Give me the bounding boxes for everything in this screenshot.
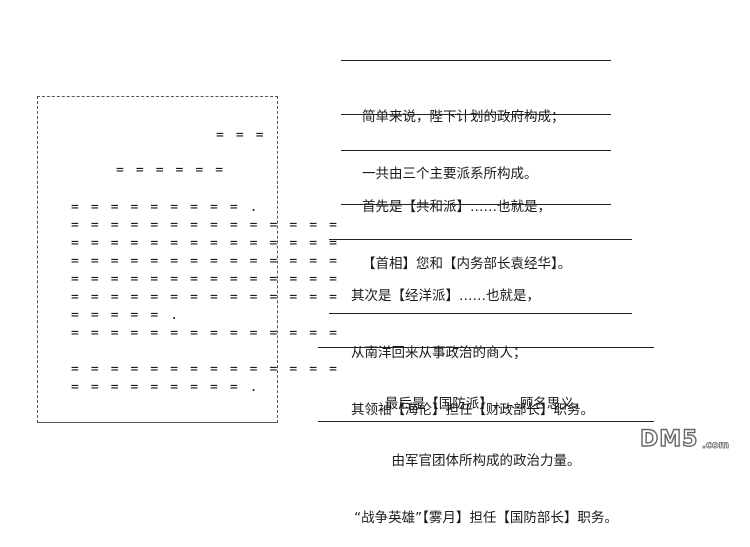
document-line: = = = = = = = = = = = = = = <box>71 326 340 341</box>
logo-text: DM5 <box>640 427 698 452</box>
document-line: = = = <box>216 128 266 143</box>
document-line: = = = = = = = = = = = = = = <box>71 254 340 269</box>
document-line: = = = = = = = = = . <box>71 200 260 215</box>
document-line: = = = = = = = = = = = = = = <box>71 290 340 305</box>
document-sheet: = = = = = = = = = = = = = = = = = = . = … <box>37 96 337 423</box>
document-line: = = = = = = <box>116 163 226 178</box>
caption-line: 其次是【经洋派】……也就是， <box>351 288 540 304</box>
document-line: = = = = = . <box>71 308 181 323</box>
caption-line: 一共由三个主要派系所构成。 <box>362 166 538 182</box>
caption-rule <box>341 150 611 151</box>
caption-line: 最后是【国防派】……顾名思义， <box>384 396 588 412</box>
caption-rule <box>329 313 632 314</box>
caption-line: 【首相】您和【内务部长袁经华】。 <box>362 256 572 272</box>
caption-line: 简单来说，陛下计划的政府构成； <box>362 109 565 125</box>
document-line: = = = = = = = = = . <box>71 380 260 395</box>
dm5-logo: DM5 .com <box>639 426 729 452</box>
caption-3: 其次是【经洋派】……也就是， 从南洋回来从事政治的商人； 其领袖【海伦】担任【财… <box>351 249 594 439</box>
caption-line: 其领袖【海伦】担任【财政部长】职务。 <box>351 402 594 418</box>
logo-suffix: .com <box>702 440 729 451</box>
document-line: = = = = = = = = = = = = = = <box>71 362 340 377</box>
caption-4: 最后是【国防派】……顾名思义， 由军官团体所构成的政治力量。 “战争英雄”【雾月… <box>340 357 632 547</box>
caption-line: 由军官团体所构成的政治力量。 <box>391 453 581 469</box>
caption-line: 首先是【共和派】……也就是， <box>362 199 551 215</box>
caption-1: 简单来说，陛下计划的政府构成； 一共由三个主要派系所构成。 <box>362 70 565 203</box>
caption-line: 从南洋回来从事政治的商人； <box>351 345 527 361</box>
caption-rule <box>341 114 611 115</box>
caption-rule <box>329 239 632 240</box>
caption-2: 首先是【共和派】……也就是， 【首相】您和【内务部长袁经华】。 <box>362 160 571 293</box>
caption-rule <box>341 60 611 61</box>
caption-rule <box>318 347 654 348</box>
caption-rule <box>341 204 611 205</box>
caption-rule <box>318 421 654 422</box>
caption-line: “战争英雄”【雾月】担任【国防部长】职务。 <box>354 510 618 526</box>
document-line: = = = = = = = = = = = = = = <box>71 218 340 233</box>
document-line: = = = = = = = = = = = = = = <box>71 272 340 287</box>
document-line: = = = = = = = = = = = = = = <box>71 236 340 251</box>
